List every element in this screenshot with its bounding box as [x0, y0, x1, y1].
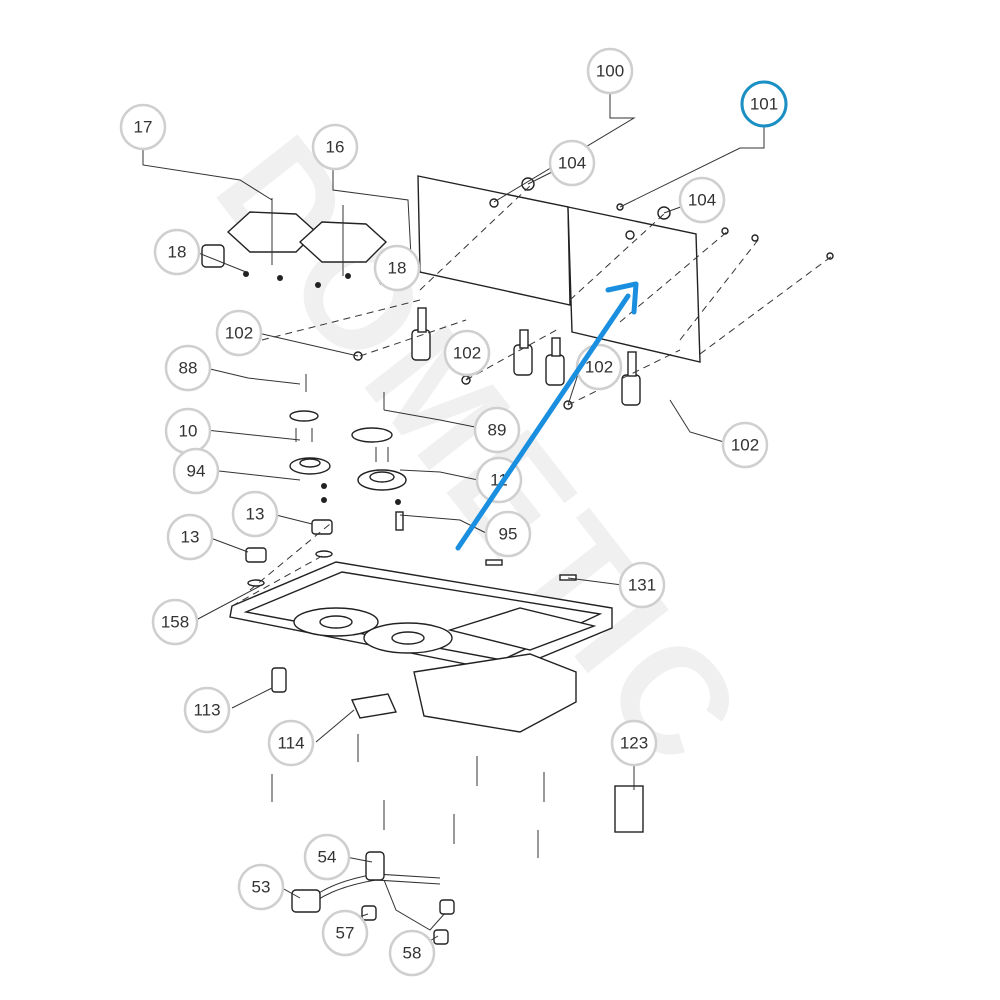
svg-text:94: 94 [187, 462, 206, 481]
svg-text:131: 131 [628, 576, 656, 595]
callout-53: 53 [237, 863, 285, 911]
screws [271, 734, 545, 858]
callout-18: 18 [153, 228, 201, 276]
hinge [411, 307, 431, 361]
spring-clip [559, 574, 577, 581]
callout-13: 13 [166, 513, 214, 561]
callout-123: 123 [610, 719, 658, 767]
fixing-bracket [614, 785, 644, 833]
callout-54: 54 [303, 833, 351, 881]
callout-89: 89 [473, 406, 521, 454]
hinge [621, 351, 641, 406]
svg-text:95: 95 [499, 525, 518, 544]
svg-text:17: 17 [134, 118, 153, 137]
callout-100: 100 [586, 47, 634, 95]
svg-text:102: 102 [585, 358, 613, 377]
svg-text:10: 10 [179, 422, 198, 441]
svg-text:158: 158 [161, 613, 189, 632]
svg-text:104: 104 [558, 154, 586, 173]
callout-114: 114 [267, 719, 315, 767]
callout-104: 104 [548, 139, 596, 187]
svg-text:102: 102 [731, 436, 759, 455]
svg-text:16: 16 [326, 138, 345, 157]
pointer-arrow [455, 281, 639, 551]
thermocouple-valve [271, 667, 287, 693]
burner-small [289, 410, 331, 475]
svg-text:57: 57 [336, 924, 355, 943]
gas-pipe-manifold [291, 851, 455, 945]
ignition-electrode [395, 511, 404, 531]
control-knob [311, 519, 333, 535]
svg-text:18: 18 [168, 243, 187, 262]
callout-16: 16 [311, 123, 359, 171]
callout-102: 102 [721, 421, 769, 469]
svg-text:100: 100 [596, 62, 624, 81]
svg-text:113: 113 [193, 701, 220, 720]
callout-88: 88 [164, 344, 212, 392]
callout-158: 158 [151, 598, 199, 646]
spring-clip [485, 559, 503, 566]
callout-131: 131 [618, 561, 666, 609]
callout-102: 102 [215, 309, 263, 357]
svg-text:104: 104 [688, 191, 716, 210]
svg-text:58: 58 [403, 944, 422, 963]
svg-text:101: 101 [750, 95, 778, 114]
hob-sink-unit [229, 561, 613, 733]
svg-text:102: 102 [225, 324, 253, 343]
svg-text:18: 18 [388, 259, 407, 278]
svg-text:13: 13 [181, 528, 200, 547]
svg-text:54: 54 [318, 848, 337, 867]
svg-text:89: 89 [488, 421, 507, 440]
pan-support-right [298, 205, 388, 276]
callout-58: 58 [388, 929, 436, 977]
callout-113: 113 [183, 686, 231, 734]
knob-washer [315, 550, 333, 558]
lid-screw [751, 234, 759, 242]
callout-10: 10 [164, 407, 212, 455]
callout-101-highlighted: 101 [740, 80, 788, 128]
lid-screw [826, 252, 834, 260]
svg-text:123: 123 [620, 734, 648, 753]
svg-text:53: 53 [252, 878, 271, 897]
callout-102: 102 [575, 343, 623, 391]
callout-18: 18 [373, 244, 421, 292]
callout-95: 95 [484, 510, 532, 558]
burner-large [351, 427, 407, 491]
svg-text:88: 88 [179, 359, 198, 378]
hinge [545, 337, 565, 386]
callout-104: 104 [678, 176, 726, 224]
callout-102: 102 [443, 329, 491, 377]
callout-57: 57 [321, 909, 369, 957]
ignition-unit [350, 693, 398, 719]
callout-13: 13 [231, 490, 279, 538]
control-knob [245, 547, 267, 563]
svg-text:13: 13 [246, 505, 265, 524]
svg-text:102: 102 [453, 344, 481, 363]
callout-94: 94 [172, 447, 220, 495]
callout-17: 17 [119, 103, 167, 151]
svg-text:114: 114 [277, 734, 304, 753]
hinge [513, 329, 533, 376]
